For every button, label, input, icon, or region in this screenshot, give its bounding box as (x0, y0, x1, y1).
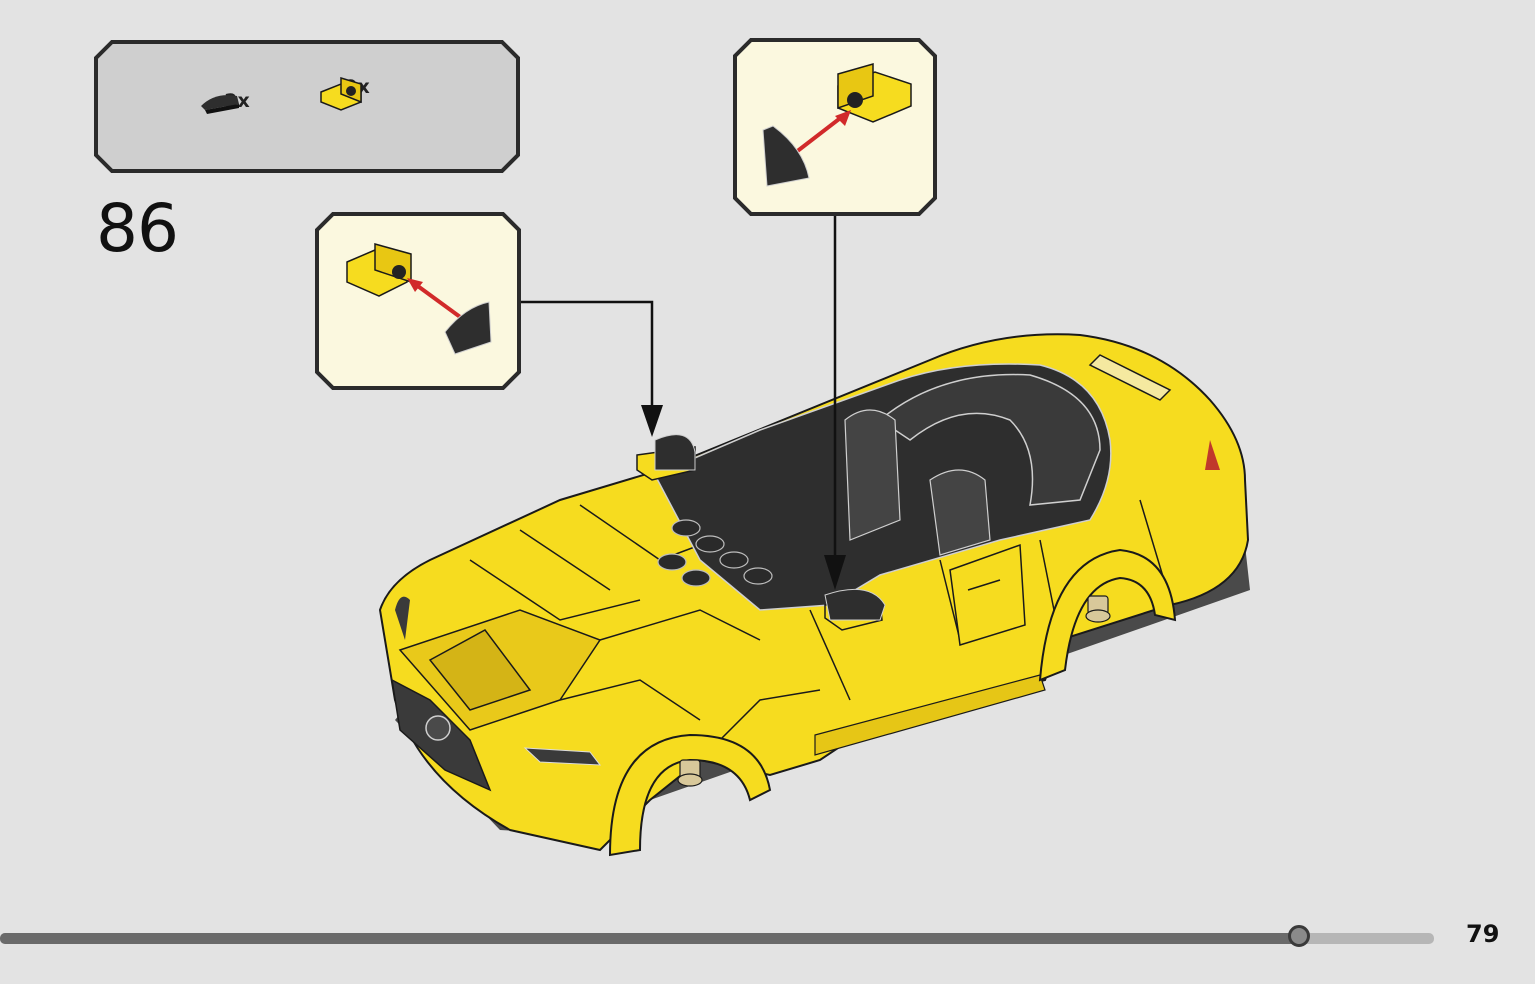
parts-box-frame (94, 40, 520, 173)
progress-fill (0, 933, 1299, 944)
progress-knob (1288, 925, 1310, 947)
callout-left-frame (315, 212, 521, 390)
callout-right (733, 38, 937, 216)
page-number: 79 (1466, 920, 1500, 948)
callout-left (315, 212, 521, 390)
step-number: 86 (96, 190, 179, 267)
parts-list-box: 2x 2x (94, 40, 520, 173)
placed-slope-left (636, 434, 696, 481)
black-slope-part-icon (201, 95, 239, 114)
part-entry-bracket: 2x (317, 74, 397, 111)
callout-right-frame (733, 38, 937, 216)
part-entry-slope: 2x (197, 88, 277, 114)
placed-slope-right (824, 588, 886, 631)
yellow-bracket-part-icon (320, 76, 362, 111)
